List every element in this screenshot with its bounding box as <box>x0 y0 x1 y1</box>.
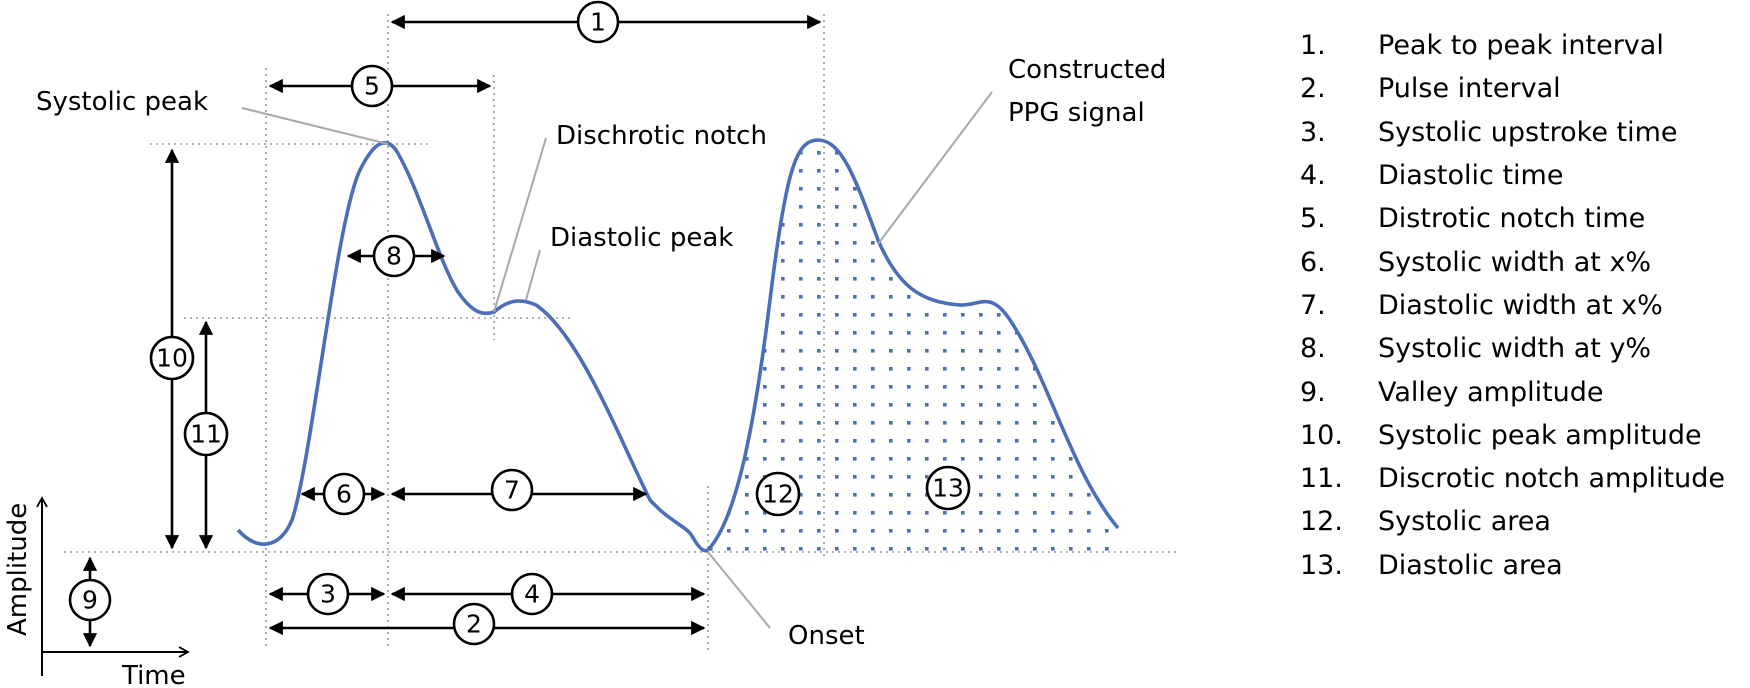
legend-number: 11. <box>1300 463 1343 495</box>
legend-label: Systolic upstroke time <box>1378 116 1678 148</box>
marker-6: 6 <box>336 480 352 509</box>
legend-number: 13. <box>1300 549 1343 581</box>
legend-number: 6. <box>1300 246 1326 278</box>
legend-item: 2. Pulse interval <box>1300 67 1750 110</box>
marker-5: 5 <box>364 72 380 101</box>
marker-circles <box>68 0 971 646</box>
legend-label: Diastolic width at x% <box>1378 289 1663 321</box>
marker-4: 4 <box>524 580 540 609</box>
label-diastolic-peak: Diastolic peak <box>550 223 733 253</box>
marker-11: 11 <box>190 420 222 449</box>
legend-label: Systolic width at y% <box>1378 333 1652 365</box>
legend-number: 4. <box>1300 160 1326 192</box>
label-systolic-peak: Systolic peak <box>36 87 208 117</box>
ppg-pulse-1 <box>236 141 709 553</box>
label-dischrotic-notch: Dischrotic notch <box>556 121 767 151</box>
legend-item: 13. Diastolic area <box>1300 544 1750 587</box>
legend-item: 7. Diastolic width at x% <box>1300 284 1750 327</box>
legend-item: 1. Peak to peak interval <box>1300 24 1750 67</box>
axis-label-amplitude: Amplitude <box>3 503 33 636</box>
legend-number: 1. <box>1300 30 1326 62</box>
label-constructed: Constructed <box>1008 55 1166 85</box>
marker-numbers: 1 5 8 10 11 6 7 12 13 3 4 2 9 <box>82 8 964 639</box>
marker-10: 10 <box>156 344 188 373</box>
legend-item: 11. Discrotic notch amplitude <box>1300 457 1750 500</box>
legend-label: Diastolic time <box>1378 160 1564 192</box>
ppg-diagram: 1 5 8 10 11 6 7 12 13 3 4 2 9 Systolic p… <box>3 0 1180 688</box>
marker-13: 13 <box>932 474 964 503</box>
legend-item: 12. Systolic area <box>1300 500 1750 543</box>
legend-item: 8. Systolic width at y% <box>1300 327 1750 370</box>
legend-label: Valley amplitude <box>1378 376 1604 408</box>
legend-item: 6. Systolic width at x% <box>1300 240 1750 283</box>
legend-label: Discrotic notch amplitude <box>1378 463 1725 495</box>
legend-item: 3. Systolic upstroke time <box>1300 111 1750 154</box>
marker-3: 3 <box>320 580 336 609</box>
marker-12: 12 <box>762 480 794 509</box>
legend-label: Distrotic notch time <box>1378 203 1646 235</box>
legend-number: 12. <box>1300 506 1343 538</box>
axis-label-time: Time <box>121 661 186 688</box>
label-onset: Onset <box>788 621 865 651</box>
legend-label: Peak to peak interval <box>1378 30 1664 62</box>
legend-number: 8. <box>1300 333 1326 365</box>
legend-number: 5. <box>1300 203 1326 235</box>
marker-2: 2 <box>466 610 482 639</box>
legend-item: 5. Distrotic notch time <box>1300 197 1750 240</box>
legend: 1. Peak to peak interval 2. Pulse interval… <box>1300 24 1750 587</box>
legend-item: 9. Valley amplitude <box>1300 370 1750 413</box>
label-ppg-signal: PPG signal <box>1008 98 1145 128</box>
leader-lines <box>241 91 993 629</box>
legend-number: 7. <box>1300 289 1326 321</box>
area-fill-dots <box>706 140 1118 552</box>
legend-number: 3. <box>1300 116 1326 148</box>
marker-8: 8 <box>386 242 402 271</box>
axes <box>36 496 190 676</box>
legend-label: Diastolic area <box>1378 549 1563 581</box>
legend-number: 10. <box>1300 419 1343 451</box>
ppg-pulse-2 <box>706 138 1120 552</box>
marker-7: 7 <box>504 476 520 505</box>
legend-number: 9. <box>1300 376 1326 408</box>
marker-1: 1 <box>590 8 606 37</box>
legend-label: Systolic width at x% <box>1378 246 1652 278</box>
legend-label: Systolic area <box>1378 506 1551 538</box>
marker-9: 9 <box>82 586 98 615</box>
legend-item: 10. Systolic peak amplitude <box>1300 414 1750 457</box>
legend-label: Pulse interval <box>1378 73 1561 105</box>
legend-item: 4. Diastolic time <box>1300 154 1750 197</box>
legend-label: Systolic peak amplitude <box>1378 419 1702 451</box>
legend-number: 2. <box>1300 73 1326 105</box>
